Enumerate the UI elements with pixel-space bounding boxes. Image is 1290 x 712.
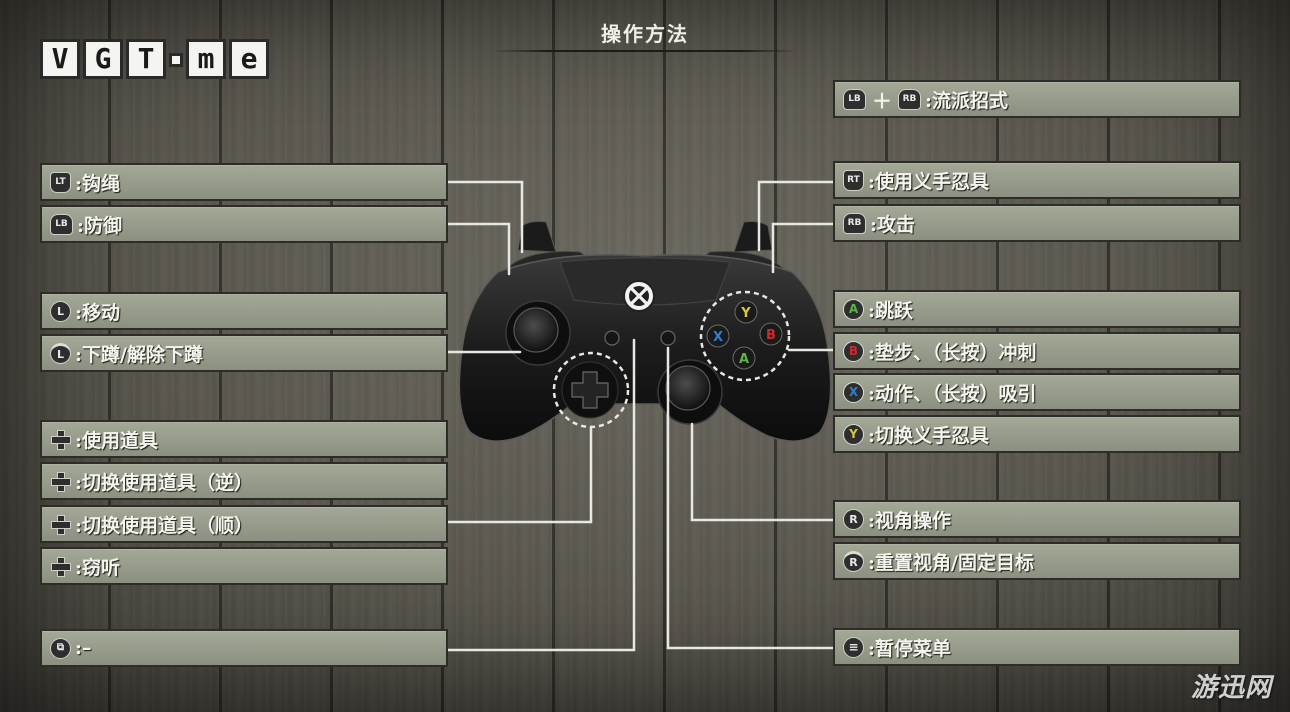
button-x-icon: X <box>843 381 864 403</box>
face-button-y <box>734 300 758 324</box>
left-stick <box>513 307 559 353</box>
control-row-rs-press: R :重置视角/固定目标 <box>833 542 1241 580</box>
logo-letter: T <box>126 39 166 79</box>
control-label: :切换义手忍具 <box>868 424 990 447</box>
menu-button-icon: ≡ <box>843 636 864 658</box>
control-label: :动作、（长按）吸引 <box>868 382 1037 405</box>
svg-text:X: X <box>713 330 723 345</box>
lb-bumper-icon: LB <box>50 213 73 235</box>
svg-text:Y: Y <box>740 306 751 321</box>
svg-text:A: A <box>739 352 749 367</box>
control-row-ls-press: L :下蹲/解除下蹲 <box>40 334 448 372</box>
control-label: :重置视角/固定目标 <box>868 551 1034 574</box>
lb-bumper-icon: LB <box>843 88 866 110</box>
control-label: :切换使用道具（逆） <box>75 471 254 494</box>
control-row-rb: RB :攻击 <box>833 204 1241 242</box>
control-row-ls: L :移动 <box>40 292 448 330</box>
control-label: :视角操作 <box>868 509 952 532</box>
control-label: :流派招式 <box>925 89 1009 112</box>
button-b-icon: B <box>843 340 864 362</box>
face-button-x <box>706 324 730 348</box>
connector-rb <box>771 222 835 274</box>
title-underline <box>492 50 798 52</box>
button-a-icon: A <box>843 298 864 320</box>
control-row-b: B :垫步、（长按）冲刺 <box>833 332 1241 370</box>
rb-bumper-icon: RB <box>898 88 921 110</box>
left-stick-press-icon: L <box>50 342 71 364</box>
right-trigger <box>733 221 773 253</box>
connector-lb <box>446 222 511 276</box>
view-button <box>604 330 620 346</box>
control-label: :切换使用道具（顺） <box>75 514 254 537</box>
left-stick-icon: L <box>50 300 71 322</box>
control-row-dpad-left: :切换使用道具（逆） <box>40 462 448 500</box>
control-label: :下蹲/解除下蹲 <box>75 343 203 366</box>
control-row-dpad-down: :窃听 <box>40 547 448 585</box>
lt-trigger-icon: LT <box>50 171 71 193</box>
right-stick-press-icon: R <box>843 550 864 572</box>
left-trigger <box>517 221 557 253</box>
button-y-icon: Y <box>843 423 864 445</box>
controller-body <box>458 253 832 442</box>
connector-rt <box>757 180 835 252</box>
control-label: :移动 <box>75 301 121 324</box>
rb-bumper-icon: RB <box>843 212 866 234</box>
control-row-rs: R :视角操作 <box>833 500 1241 538</box>
control-label: :防御 <box>77 214 123 237</box>
control-row-lt: LT :钩绳 <box>40 163 448 201</box>
plus-sign: ＋ <box>872 88 892 113</box>
control-row-menu: ≡ :暂停菜单 <box>833 628 1241 666</box>
control-label: :使用道具 <box>75 429 159 452</box>
dpad-down-icon <box>50 556 71 577</box>
dpad-up-icon <box>50 429 71 450</box>
control-row-dpad-right: :切换使用道具（顺） <box>40 505 448 543</box>
vgtime-logo: V G T m e <box>40 35 269 79</box>
logo-dot <box>169 53 183 67</box>
control-row-view: ⧉ :– <box>40 629 448 667</box>
controller: Y X B A <box>458 221 832 442</box>
face-buttons-highlight <box>699 290 791 382</box>
connector-rs <box>690 422 835 522</box>
face-button-a <box>732 346 756 370</box>
watermark: 游迅网 <box>1190 673 1272 703</box>
dpad-left-icon <box>50 471 71 492</box>
dpad-right-icon <box>50 514 71 535</box>
control-row-lb-rb: LB ＋ RB :流派招式 <box>833 80 1241 118</box>
logo-letter: e <box>229 39 269 79</box>
logo-letter: m <box>186 39 226 79</box>
control-label: :窃听 <box>75 556 121 579</box>
control-label: :使用义手忍具 <box>868 170 990 193</box>
dpad <box>571 371 609 409</box>
control-row-lb: LB :防御 <box>40 205 448 243</box>
control-row-rt: RT :使用义手忍具 <box>833 161 1241 199</box>
menu-button <box>660 330 676 346</box>
control-label: :钩绳 <box>75 172 121 195</box>
control-label: :暂停菜单 <box>868 637 952 660</box>
control-row-y: Y :切换义手忍具 <box>833 415 1241 453</box>
control-row-a: A :跳跃 <box>833 290 1241 328</box>
connector-lt <box>446 180 524 254</box>
rt-trigger-icon: RT <box>843 169 864 191</box>
control-label: :– <box>75 637 92 659</box>
control-label: :垫步、（长按）冲刺 <box>868 341 1037 364</box>
connector-lines <box>446 180 835 652</box>
logo-letter: V <box>40 39 80 79</box>
control-label: :跳跃 <box>868 299 914 322</box>
logo-letter: G <box>83 39 123 79</box>
page-title: 操作方法 <box>601 22 689 46</box>
connector-view <box>446 338 636 652</box>
control-row-x: X :动作、（长按）吸引 <box>833 373 1241 411</box>
control-row-dpad-up: :使用道具 <box>40 420 448 458</box>
svg-text:B: B <box>766 328 776 343</box>
connector-dpad <box>446 425 593 524</box>
right-stick <box>665 365 711 411</box>
right-stick-icon: R <box>843 508 864 530</box>
view-button-icon: ⧉ <box>50 637 71 659</box>
face-button-b <box>759 322 783 346</box>
connector-menu <box>666 346 835 650</box>
control-label: :攻击 <box>870 213 916 236</box>
